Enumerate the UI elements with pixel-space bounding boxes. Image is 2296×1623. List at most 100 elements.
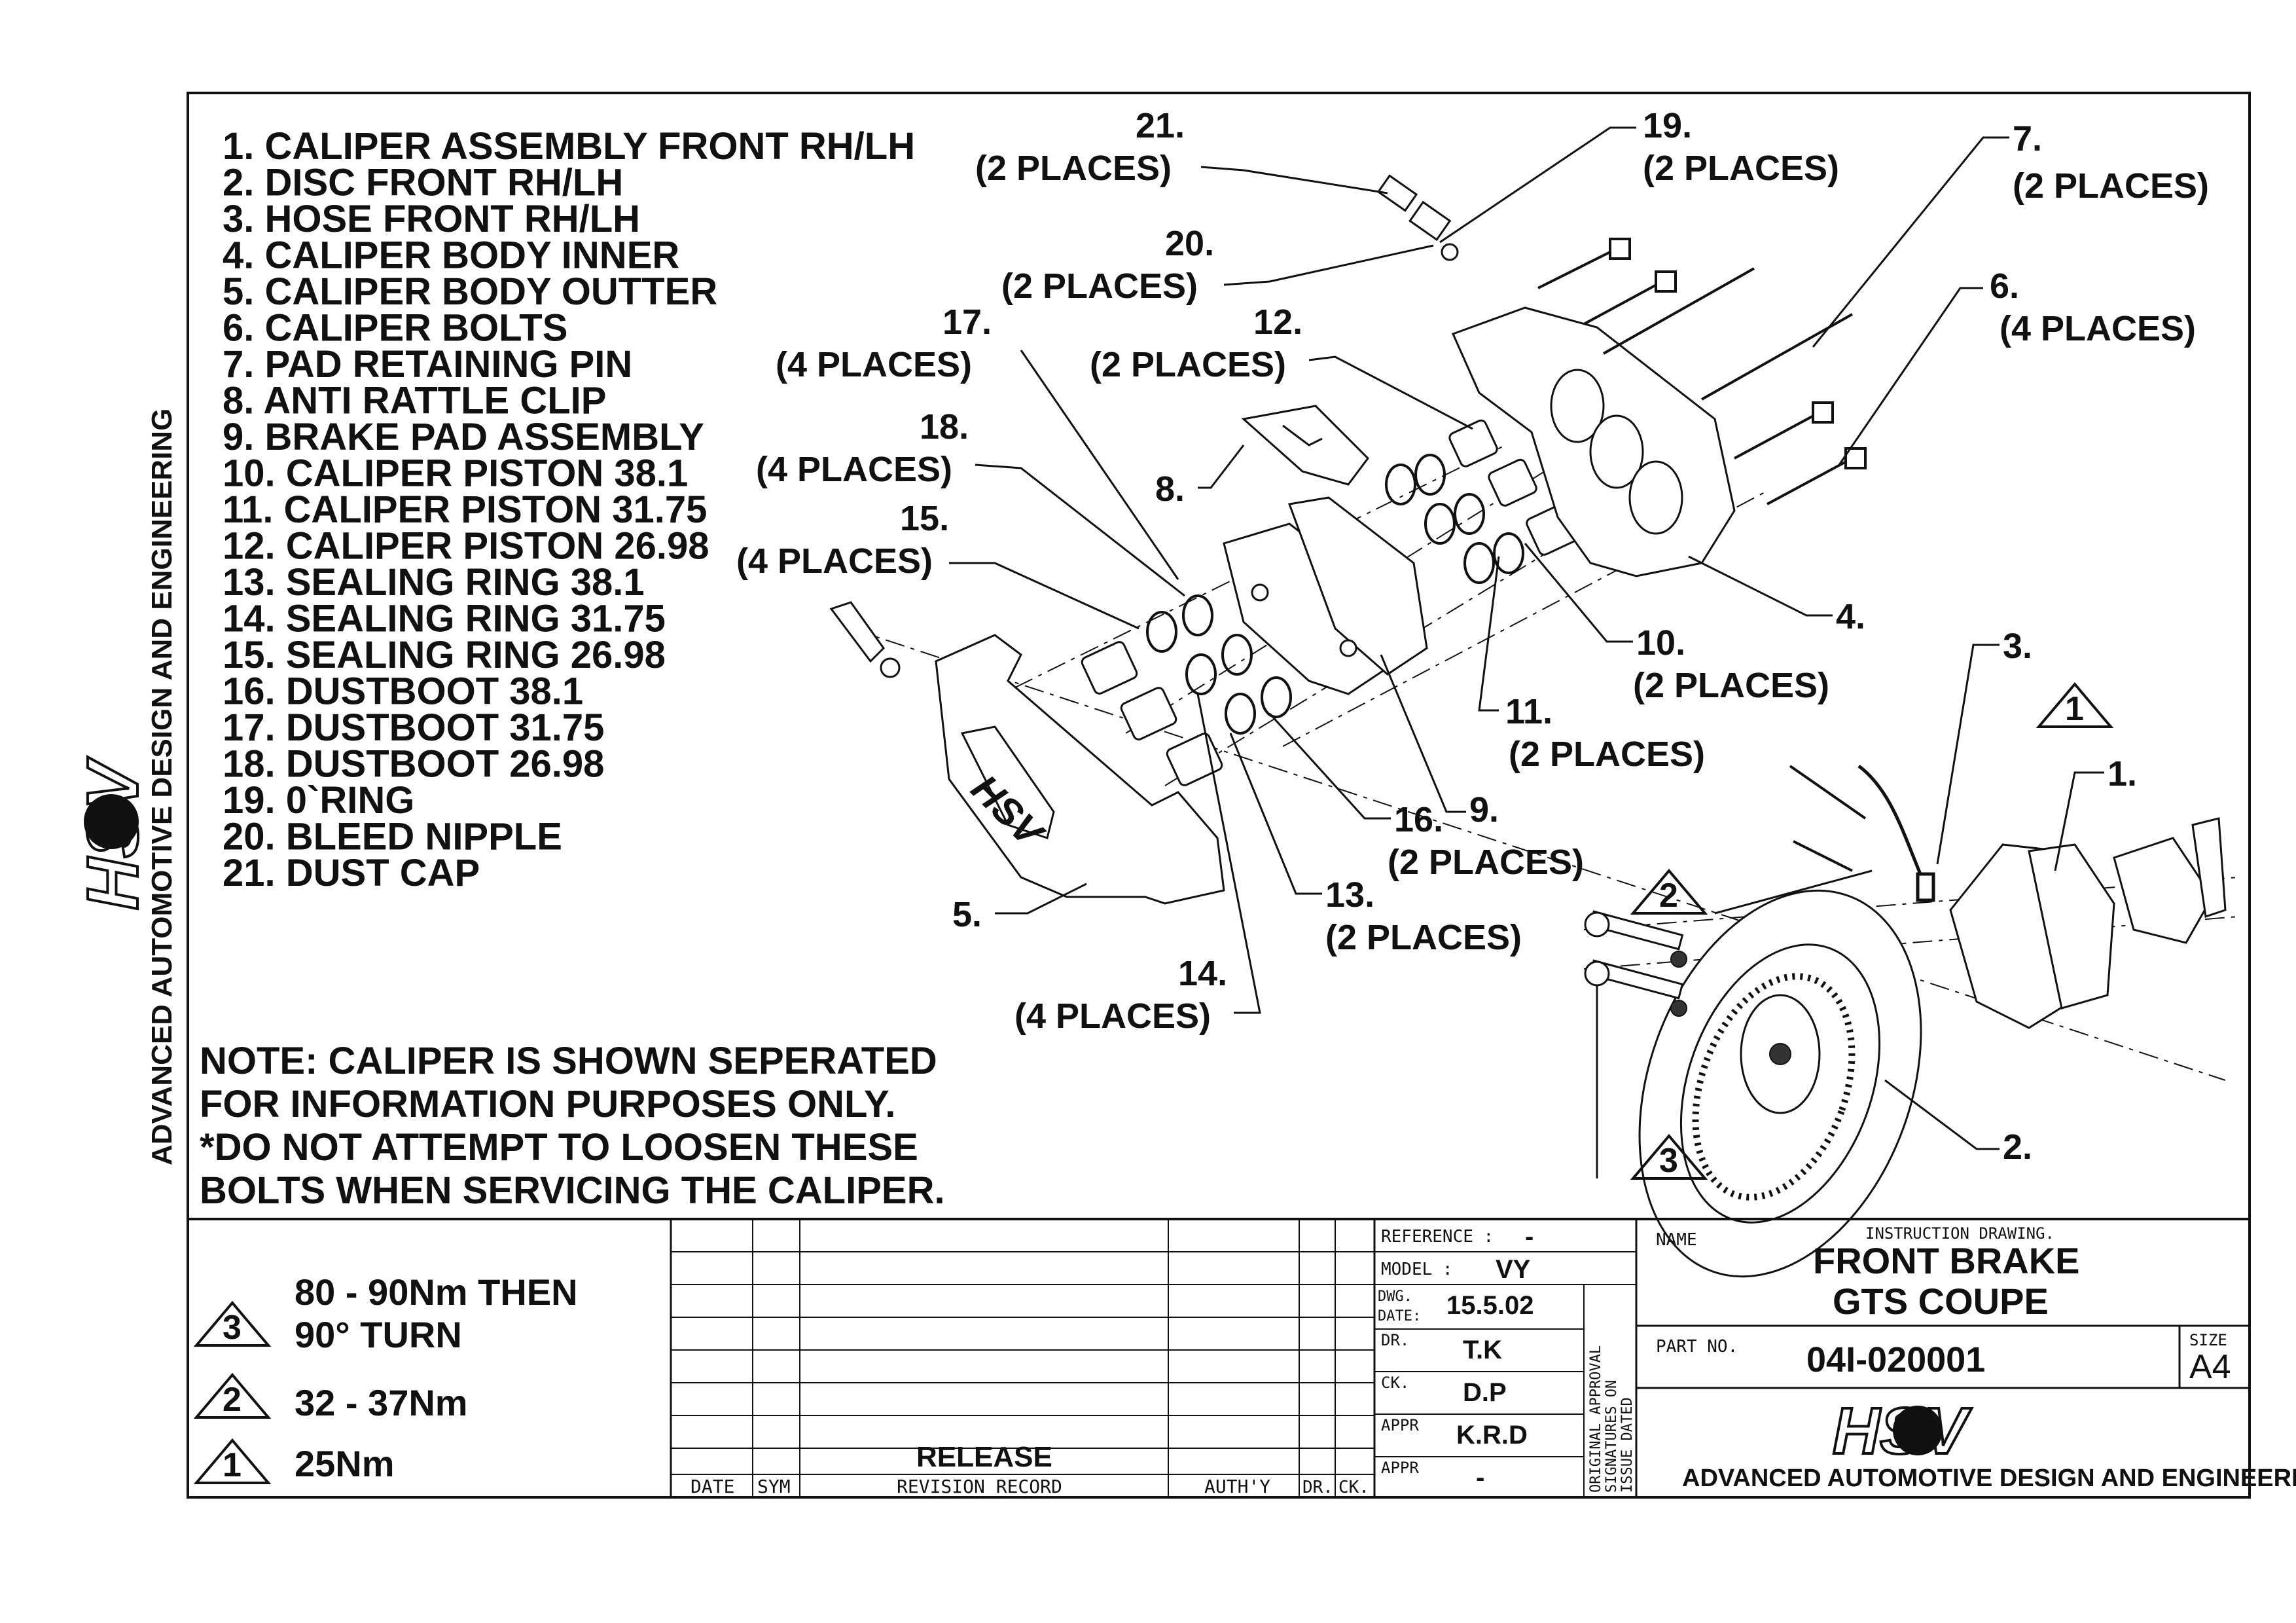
callout-21-num: 21. [1136, 106, 1185, 145]
drawing-title-line-2: GTS COUPE [1833, 1281, 2049, 1322]
svg-text:2: 2 [223, 1381, 242, 1419]
brake-disc [1638, 889, 1922, 1278]
torque-1-line-1: 25Nm [295, 1443, 395, 1484]
parts-list-item: 4. CALIPER BODY INNER [223, 234, 679, 277]
parts-list-item: 21. DUST CAP [223, 852, 480, 894]
appr1-value: K.R.D [1456, 1421, 1528, 1450]
callout-7-qty: (2 PLACES) [2013, 166, 2209, 206]
note-line-1: NOTE: CALIPER IS SHOWN SEPERATED [200, 1040, 937, 1082]
parts-list-item: 9. BRAKE PAD ASSEMBLY [223, 416, 704, 458]
callout-7-num: 7. [2013, 119, 2042, 158]
callout-16-num: 16. [1394, 800, 1443, 839]
dwg-label-1: DWG. [1378, 1288, 1412, 1305]
torque-2-line-1: 32 - 37Nm [295, 1382, 468, 1423]
size-value: A4 [2189, 1348, 2231, 1386]
side-company-text: ADVANCED AUTOMOTIVE DESIGN AND ENGINEERI… [146, 409, 178, 1165]
callout-9-num: 9. [1469, 790, 1499, 830]
leader-lines [949, 126, 2104, 1178]
parts-list-item: 7. PAD RETAINING PIN [223, 343, 632, 386]
appr1-label: APPR [1381, 1416, 1419, 1434]
callout-18-qty: (4 PLACES) [756, 450, 952, 489]
caliper-bolts [1537, 238, 1867, 505]
svg-text:1: 1 [2065, 690, 2084, 728]
part-no-label: PART NO. [1656, 1337, 1738, 1357]
approval-note: ORIGINAL APPROVAL SIGNATURES ON ISSUE DA… [1588, 1345, 1636, 1493]
release-text: RELEASE [916, 1441, 1052, 1473]
torque-row-3: 3 80 - 90Nm THEN 90° TURN [193, 1271, 578, 1355]
parts-list-item: 14. SEALING RING 31.75 [223, 598, 666, 640]
triangle-marker-2: 2 [1630, 868, 1708, 915]
callout-6-qty: (4 PLACES) [2000, 309, 2196, 348]
callout-3-num: 3. [2003, 627, 2032, 666]
hsv-logo-side: HSV [71, 755, 154, 911]
parts-list-item: 8. ANTI RATTLE CLIP [223, 380, 606, 422]
svg-text:3: 3 [223, 1309, 242, 1347]
callout-21-qty: (2 PLACES) [975, 149, 1172, 188]
anti-rattle-clip [1241, 405, 1369, 486]
rev-header-auth: AUTH'Y [1204, 1476, 1270, 1497]
seal-rings-right [1385, 454, 1524, 584]
reference-value: - [1525, 1222, 1534, 1251]
svg-text:ISSUE DATED: ISSUE DATED [1619, 1397, 1636, 1493]
callout-14-num: 14. [1178, 954, 1227, 993]
torque-row-2: 2 32 - 37Nm [193, 1372, 468, 1423]
callout-1-num: 1. [2108, 754, 2137, 793]
bleed-nipple-left [829, 601, 901, 678]
callout-14-qty: (4 PLACES) [1014, 996, 1211, 1036]
parts-list-item: 2. DISC FRONT RH/LH [223, 162, 623, 204]
dwg-date-value: 15.5.02 [1446, 1291, 1534, 1320]
caliper-body-outer: HSV [935, 634, 1225, 905]
dwg-label-2: DATE: [1378, 1308, 1421, 1324]
drawing-subtitle: INSTRUCTION DRAWING. [1865, 1224, 2054, 1243]
hsv-logo-title: HSV [1831, 1393, 1973, 1469]
part-no-value: 04I-020001 [1806, 1340, 1985, 1379]
rev-header-sym: SYM [757, 1476, 791, 1497]
svg-text:3: 3 [1659, 1142, 1678, 1180]
parts-list-item: 17. DUSTBOOT 31.75 [223, 706, 604, 749]
note-line-4: BOLTS WHEN SERVICING THE CALIPER. [200, 1169, 945, 1212]
callout-10-num: 10. [1636, 623, 1685, 663]
callout-12-qty: (2 PLACES) [1090, 345, 1286, 384]
parts-list-item: 6. CALIPER BOLTS [223, 307, 567, 350]
parts-list-item: 3. HOSE FRONT RH/LH [223, 198, 640, 240]
triangle-marker-3: 3 [1630, 1133, 1708, 1180]
triangle-marker-1: 1 [2036, 682, 2114, 728]
callout-12-num: 12. [1253, 302, 1302, 342]
parts-list-item: 10. CALIPER PISTON 38.1 [223, 452, 688, 495]
bleed-nipple-upper [1376, 174, 1459, 261]
callout-2-num: 2. [2003, 1127, 2032, 1167]
caliper-body-inner [1451, 306, 1736, 577]
parts-list-item: 19. 0`RING [223, 779, 414, 822]
ck-label: CK. [1381, 1374, 1409, 1392]
torque-legend: 3 80 - 90Nm THEN 90° TURN 2 32 - 37Nm 1 … [193, 1271, 578, 1484]
parts-list-item: 1. CALIPER ASSEMBLY FRONT RH/LH [223, 125, 915, 168]
dr-value: T.K [1463, 1336, 1502, 1364]
parts-list-item: 12. CALIPER PISTON 26.98 [223, 525, 709, 568]
callout-20-num: 20. [1165, 224, 1214, 263]
brake-hose [1857, 765, 1935, 902]
caliper-assembly [1949, 817, 2227, 1029]
parts-list-item: 11. CALIPER PISTON 31.75 [223, 488, 707, 531]
callout-20-qty: (2 PLACES) [1001, 266, 1198, 306]
drawing-title-line-1: FRONT BRAKE [1813, 1240, 2080, 1281]
torque-row-1: 1 25Nm [193, 1438, 395, 1484]
pistons-left [1081, 641, 1223, 786]
ck-value: D.P [1463, 1378, 1507, 1407]
info-block: REFERENCE : - MODEL : VY DWG. DATE: 15.5… [1373, 1218, 1638, 1499]
parts-list-item: 20. BLEED NIPPLE [223, 816, 562, 858]
parts-list-item: 16. DUSTBOOT 38.1 [223, 670, 583, 713]
callout-15-num: 15. [900, 499, 949, 538]
parts-list: 1. CALIPER ASSEMBLY FRONT RH/LH2. DISC F… [223, 125, 915, 894]
title-block: NAME INSTRUCTION DRAWING. FRONT BRAKE GT… [1635, 1218, 2296, 1499]
appr2-label: APPR [1381, 1459, 1419, 1477]
callout-11-qty: (2 PLACES) [1509, 735, 1705, 774]
torque-3-line-1: 80 - 90Nm THEN [295, 1271, 578, 1313]
rev-header-dr: DR. [1302, 1478, 1333, 1497]
svg-text:ORIGINAL APPROVAL: ORIGINAL APPROVAL [1588, 1345, 1604, 1493]
callouts: 21. (2 PLACES) 19. (2 PLACES) 7. (2 PLAC… [736, 106, 2209, 1167]
size-label: SIZE [2189, 1331, 2227, 1349]
torque-3-line-2: 90° TURN [295, 1314, 462, 1355]
svg-text:1: 1 [223, 1446, 242, 1484]
callout-17-num: 17. [942, 302, 992, 342]
